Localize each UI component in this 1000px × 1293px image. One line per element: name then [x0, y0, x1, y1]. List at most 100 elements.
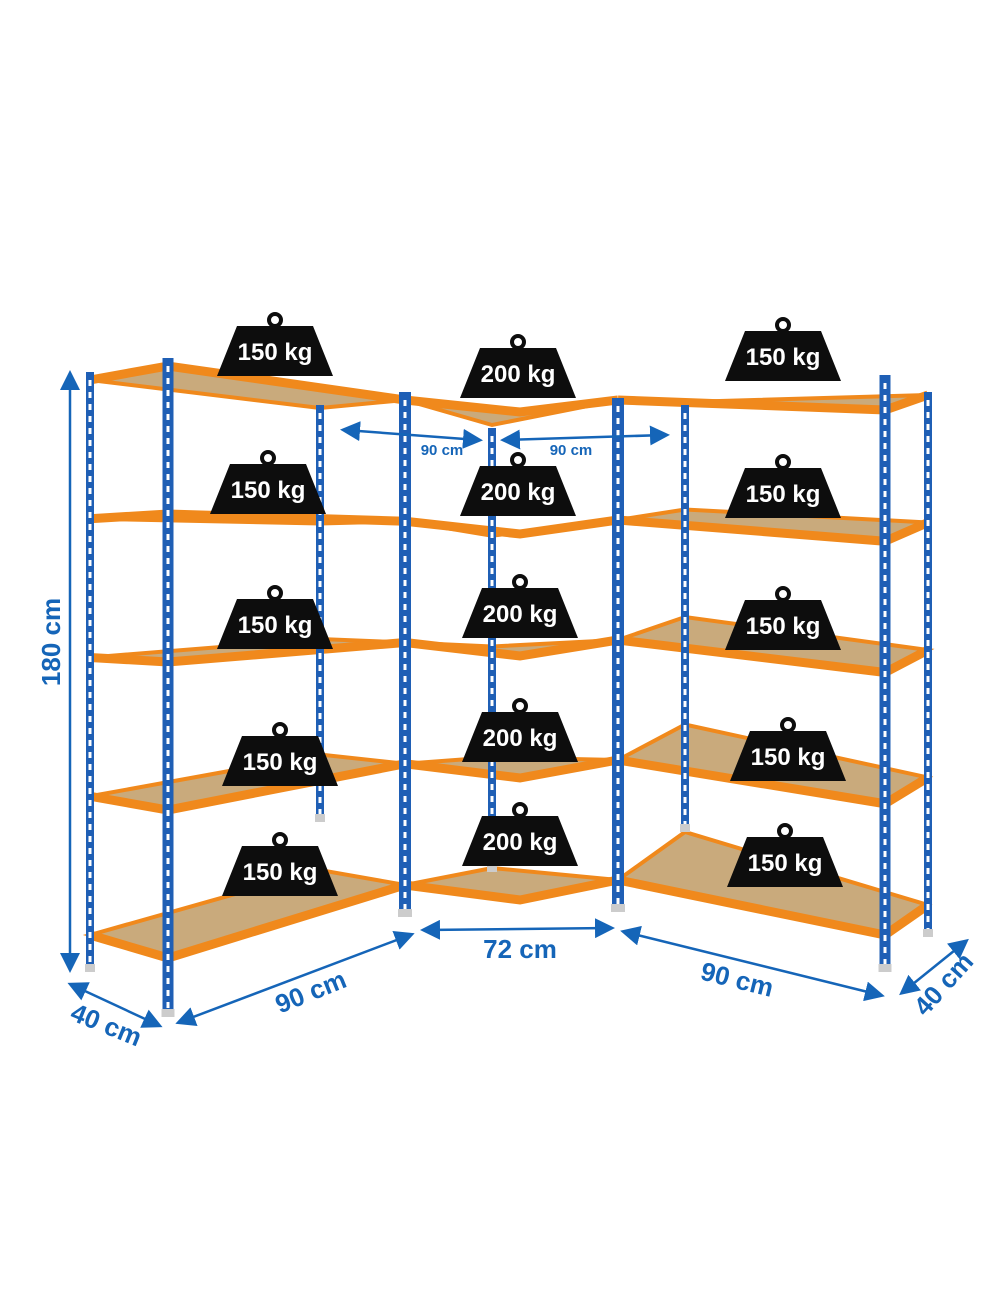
post-slot — [166, 918, 170, 924]
post-slot — [490, 544, 494, 550]
post-slot — [883, 827, 887, 833]
post-slot — [403, 412, 407, 418]
post-slot — [616, 478, 620, 484]
post-slot — [883, 683, 887, 689]
post-slot — [926, 520, 930, 526]
weight-ring-icon — [775, 586, 791, 602]
post-slot — [683, 701, 687, 707]
post-slot — [403, 856, 407, 862]
post-slot — [616, 598, 620, 604]
post-slot — [490, 460, 494, 466]
post-slot — [616, 466, 620, 472]
post-slot — [883, 575, 887, 581]
weight-ring-icon — [267, 585, 283, 601]
post-slot — [926, 508, 930, 514]
post-slot — [166, 930, 170, 936]
post-slot — [616, 670, 620, 676]
post-slot — [883, 791, 887, 797]
post-slot — [683, 773, 687, 779]
right-depth-dimension-label: 40 cm — [907, 947, 979, 1022]
upright-post — [162, 358, 174, 1015]
post-slot — [926, 556, 930, 562]
post-slot — [166, 942, 170, 948]
post-slot — [166, 450, 170, 456]
post-slot — [88, 776, 92, 782]
post-slot — [166, 750, 170, 756]
post-slot — [883, 383, 887, 389]
weight-ring-icon — [512, 802, 528, 818]
post-slot — [616, 562, 620, 568]
post-slot — [318, 725, 322, 731]
post-slot — [683, 665, 687, 671]
post-slot — [318, 569, 322, 575]
post-slot — [616, 766, 620, 772]
post-slot — [88, 560, 92, 566]
post-slot — [318, 701, 322, 707]
weight-body — [462, 588, 578, 638]
post-slot — [490, 784, 494, 790]
post-slot — [926, 580, 930, 586]
post-slot — [883, 587, 887, 593]
post-slot — [88, 392, 92, 398]
post-slot — [883, 527, 887, 533]
post-slot — [926, 640, 930, 646]
post-slot — [403, 616, 407, 622]
post-slot — [616, 430, 620, 436]
post-slot — [88, 716, 92, 722]
post-slot — [883, 455, 887, 461]
post-slot — [683, 449, 687, 455]
post-slot — [88, 728, 92, 734]
weight-ring-icon — [512, 574, 528, 590]
weight-label: 150 kg — [243, 749, 318, 776]
post-slot — [403, 844, 407, 850]
post-slot — [166, 630, 170, 636]
post-slot — [88, 824, 92, 830]
post-slot — [616, 742, 620, 748]
post-slot — [166, 426, 170, 432]
post-slot — [616, 826, 620, 832]
load-weight: 200 kg — [460, 452, 576, 516]
post-slot — [926, 688, 930, 694]
post-slot — [88, 836, 92, 842]
post-slot — [490, 640, 494, 646]
post-slot — [88, 656, 92, 662]
post-slot — [166, 1002, 170, 1008]
post-slot — [88, 872, 92, 878]
weight-body — [217, 326, 333, 376]
post-slot — [166, 438, 170, 444]
weight-label: 200 kg — [481, 361, 556, 388]
post-slot — [926, 712, 930, 718]
load-weight: 150 kg — [727, 823, 843, 887]
post-slot — [403, 904, 407, 910]
post-slot — [683, 653, 687, 659]
post-slot — [166, 822, 170, 828]
post-slot — [616, 730, 620, 736]
post-slot — [166, 906, 170, 912]
post-slot — [166, 690, 170, 696]
weight-body — [725, 600, 841, 650]
post-slot — [166, 414, 170, 420]
post-foot — [487, 864, 497, 872]
post-slot — [883, 419, 887, 425]
upright-post — [924, 392, 932, 935]
post-slot — [403, 436, 407, 442]
weight-body — [462, 816, 578, 866]
weight-ring-icon — [775, 317, 791, 333]
post-slot — [166, 642, 170, 648]
post-slot — [166, 714, 170, 720]
post-slot — [403, 772, 407, 778]
post-slot — [616, 610, 620, 616]
weight-label: 150 kg — [243, 859, 318, 886]
post-slot — [926, 604, 930, 610]
upright-post — [488, 428, 496, 870]
corner-left-inner-dimension-label: 90 cm — [421, 442, 464, 459]
post-slot — [490, 556, 494, 562]
weight-ring-icon — [512, 698, 528, 714]
weight-label: 200 kg — [483, 725, 558, 752]
post-slot — [926, 784, 930, 790]
post-slot — [883, 695, 887, 701]
post-slot — [88, 788, 92, 794]
post-slot — [883, 491, 887, 497]
post-slot — [88, 644, 92, 650]
shelf-beam — [404, 635, 619, 661]
